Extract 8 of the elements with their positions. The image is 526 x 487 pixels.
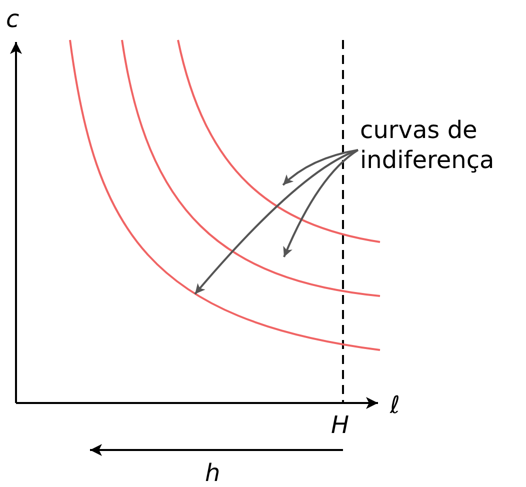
leader-line — [194, 149, 358, 295]
leader-line — [283, 149, 359, 258]
tick-label: H — [331, 410, 350, 440]
arrow-label: h — [205, 458, 220, 487]
x-axis-label: ℓ — [390, 390, 400, 420]
y-axis-label: c — [6, 4, 20, 34]
callout-text: curvas de indiferença — [360, 115, 520, 175]
leader-line — [282, 149, 358, 186]
